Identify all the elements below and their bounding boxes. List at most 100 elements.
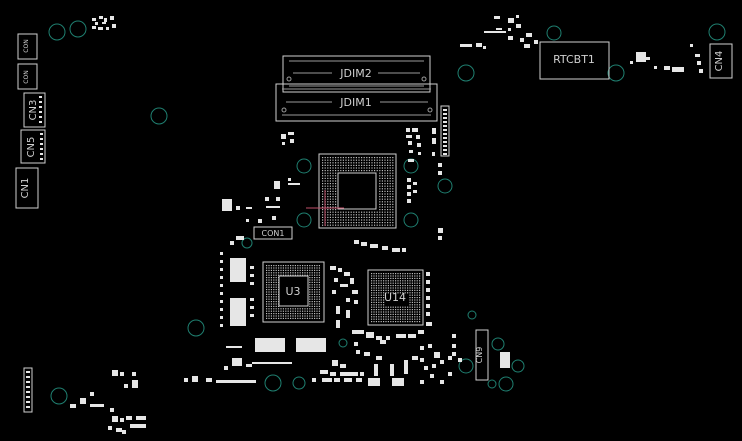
bga-ball <box>335 209 337 211</box>
bga-ball <box>380 306 382 308</box>
bga-ball <box>366 170 368 172</box>
bga-ball <box>318 291 320 293</box>
bga-ball <box>381 222 383 224</box>
bga-ball <box>290 317 292 319</box>
smd-component <box>332 290 336 294</box>
bga-ball <box>371 216 373 218</box>
bga-ball <box>311 296 313 298</box>
bga-ball <box>392 157 394 159</box>
bga-ball <box>387 188 389 190</box>
bga-ball <box>399 280 401 282</box>
bga-ball <box>392 211 394 213</box>
bga-ball <box>419 289 421 291</box>
bga-ball <box>316 284 318 286</box>
bga-ball <box>275 279 277 281</box>
bga-ball <box>395 318 397 320</box>
bga-ball <box>419 321 421 323</box>
bga-ball <box>387 309 389 311</box>
bga-ball <box>287 317 289 319</box>
smd-component <box>252 362 292 364</box>
bga-ball <box>318 284 320 286</box>
bga-ball <box>353 211 355 213</box>
bga-ball <box>309 317 311 319</box>
bga-ball <box>376 170 378 172</box>
bga-ball <box>287 315 289 317</box>
smd-component <box>370 244 378 248</box>
bga-ball <box>384 224 386 226</box>
bga-ball <box>342 167 344 169</box>
bga-ball <box>361 216 363 218</box>
bga-ball <box>381 177 383 179</box>
bga-ball <box>373 292 375 294</box>
bga-ball <box>390 321 392 323</box>
bga-ball <box>387 287 389 289</box>
smd-component <box>448 372 452 376</box>
smd-component <box>697 61 701 65</box>
bga-ball <box>397 275 399 277</box>
bga-ball <box>385 316 387 318</box>
bga-ball <box>275 265 277 267</box>
smd-component <box>432 128 436 134</box>
mounting-hole <box>487 379 497 389</box>
bga-ball <box>376 214 378 216</box>
bga-ball <box>381 180 383 182</box>
bga-ball <box>270 301 272 303</box>
bga-ball <box>379 224 381 226</box>
bga-ball <box>387 172 389 174</box>
chip-u14-label: U14 <box>384 291 406 304</box>
bga-ball <box>379 177 381 179</box>
bga-ball <box>316 293 318 295</box>
bga-ball <box>383 275 385 277</box>
smd-component <box>246 207 252 209</box>
bga-ball <box>419 304 421 306</box>
bga-ball <box>383 316 385 318</box>
bga-ball <box>275 291 277 293</box>
bga-ball <box>404 287 406 289</box>
bga-ball <box>416 309 418 311</box>
bga-ball <box>316 301 318 303</box>
bga-ball <box>297 265 299 267</box>
bga-ball <box>379 190 381 192</box>
bga-ball <box>294 272 296 274</box>
bga-ball <box>316 289 318 291</box>
bga-ball <box>414 318 416 320</box>
bga-ball <box>268 303 270 305</box>
smd-component <box>361 242 367 246</box>
bga-ball <box>340 170 342 172</box>
bga-ball <box>273 310 275 312</box>
bga-ball <box>387 209 389 211</box>
bga-ball <box>373 301 375 303</box>
smd-component <box>426 312 430 316</box>
bga-ball <box>309 291 311 293</box>
bga-ball <box>374 211 376 213</box>
smd-component <box>458 358 462 362</box>
bga-ball <box>304 308 306 310</box>
bga-ball <box>414 299 416 301</box>
bga-ball <box>371 167 373 169</box>
smd-component <box>98 27 103 30</box>
bga-ball <box>392 222 394 224</box>
bga-ball <box>380 282 382 284</box>
smd-component <box>220 308 223 311</box>
bga-ball <box>270 274 272 276</box>
bga-ball <box>407 292 409 294</box>
bga-ball <box>316 272 318 274</box>
bga-ball <box>273 279 275 281</box>
bga-ball <box>409 301 411 303</box>
bga-ball <box>384 157 386 159</box>
bga-ball <box>290 313 292 315</box>
bga-ball <box>332 196 334 198</box>
bga-ball <box>366 219 368 221</box>
bga-ball <box>266 298 268 300</box>
bga-ball <box>311 277 313 279</box>
smd-component <box>116 428 122 432</box>
bga-ball <box>399 282 401 284</box>
smd-component <box>690 44 693 47</box>
smd-component <box>396 334 406 338</box>
bga-ball <box>392 164 394 166</box>
bga-ball <box>350 211 352 213</box>
dimm-slot-jdim2-label: JDIM2 <box>339 67 371 80</box>
bga-ball <box>304 313 306 315</box>
bga-ball <box>390 282 392 284</box>
bga-ball <box>322 222 324 224</box>
